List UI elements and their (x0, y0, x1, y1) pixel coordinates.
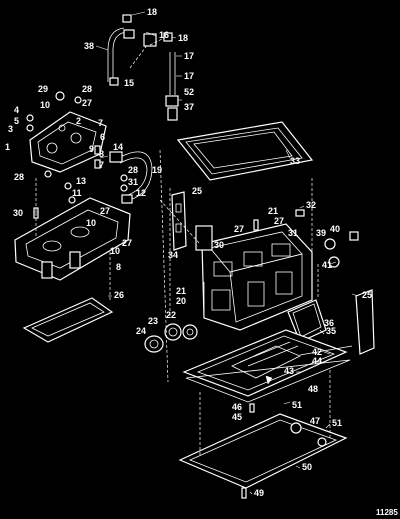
callout-47: 47 (310, 416, 320, 426)
callout-9: 9 (89, 144, 94, 154)
callout-45: 45 (232, 412, 242, 422)
callout-30: 30 (214, 240, 224, 250)
callout-21: 21 (176, 286, 186, 296)
assembly-lines (35, 37, 331, 456)
callout-8: 8 (99, 149, 104, 159)
gasket-43 (185, 345, 353, 403)
plate-35 (287, 299, 327, 343)
bracket-25-right (355, 289, 375, 355)
callout-31: 31 (288, 228, 298, 238)
callout-17: 17 (184, 71, 194, 81)
callout-25: 25 (362, 290, 372, 300)
callout-4: 4 (14, 105, 19, 115)
callout-35: 35 (326, 326, 336, 336)
callout-44: 44 (312, 356, 322, 366)
callout-51: 51 (292, 400, 302, 410)
callout-28: 28 (82, 84, 92, 94)
callout-26: 26 (114, 290, 124, 300)
callout-14: 14 (113, 142, 123, 152)
callout-11: 11 (72, 188, 82, 198)
callout-25: 25 (192, 186, 202, 196)
bracket-25-left (171, 191, 187, 251)
callout-29: 29 (38, 84, 48, 94)
callout-21: 21 (268, 206, 278, 216)
callout-52: 52 (184, 87, 194, 97)
callout-42: 42 (312, 347, 322, 357)
callout-28: 28 (128, 165, 138, 175)
callout-41: 41 (322, 260, 332, 270)
callout-15: 15 (124, 78, 134, 88)
callout-46: 46 (232, 402, 242, 412)
intake-manifold (14, 182, 131, 281)
callout-32: 32 (306, 200, 316, 210)
figure-number: 11285 (376, 508, 398, 517)
callout-27: 27 (274, 216, 284, 226)
callout-20: 20 (176, 296, 186, 306)
callout-6: 6 (100, 132, 105, 142)
callout-27: 27 (122, 238, 132, 248)
gasket-26 (22, 297, 114, 343)
callout-40: 40 (330, 224, 340, 234)
callout-33: 33 (290, 156, 300, 166)
callout-22: 22 (166, 310, 176, 320)
callout-24: 24 (136, 326, 146, 336)
main-housing (195, 223, 313, 331)
callout-39: 39 (316, 228, 326, 238)
callout-34: 34 (168, 250, 178, 260)
callout-50: 50 (302, 462, 312, 472)
callout-7: 7 (98, 118, 103, 128)
callout-7: 7 (99, 160, 104, 170)
housing-fasteners (253, 209, 359, 268)
seals (144, 323, 198, 353)
leader-lines (34, 11, 359, 495)
callout-38: 38 (84, 41, 94, 51)
callout-10: 10 (40, 100, 50, 110)
callout-28: 28 (14, 172, 24, 182)
callout-51: 51 (332, 418, 342, 428)
callout-17: 17 (184, 51, 194, 61)
callout-2: 2 (76, 116, 81, 126)
callout-31: 31 (128, 177, 138, 187)
callout-27: 27 (100, 206, 110, 216)
callout-36: 36 (324, 318, 334, 328)
callout-3: 3 (8, 124, 13, 134)
callout-18: 18 (178, 33, 188, 43)
tray-36 (182, 329, 348, 397)
callout-27: 27 (82, 98, 92, 108)
callout-labels: 18 16 38 18 17 15 17 52 37 29 28 10 27 4… (5, 7, 372, 498)
callout-23: 23 (148, 316, 158, 326)
callout-8: 8 (116, 262, 121, 272)
callout-27: 27 (234, 224, 244, 234)
callout-43: 43 (284, 366, 294, 376)
callout-49: 49 (254, 488, 264, 498)
callout-10: 10 (86, 218, 96, 228)
callout-19: 19 (152, 165, 162, 175)
callout-16: 16 (159, 30, 169, 40)
flame-arrestor-cover (176, 121, 314, 181)
callout-10: 10 (110, 246, 120, 256)
callout-1: 1 (5, 142, 10, 152)
callout-18: 18 (147, 7, 157, 17)
fuel-line (109, 151, 153, 204)
frame-50 (178, 403, 348, 499)
callout-12: 12 (136, 188, 146, 198)
callout-48: 48 (308, 384, 318, 394)
callout-37: 37 (184, 102, 194, 112)
carburetor-plate (26, 91, 107, 178)
callout-5: 5 (14, 116, 19, 126)
callout-13: 13 (76, 176, 86, 186)
callout-30: 30 (13, 208, 23, 218)
